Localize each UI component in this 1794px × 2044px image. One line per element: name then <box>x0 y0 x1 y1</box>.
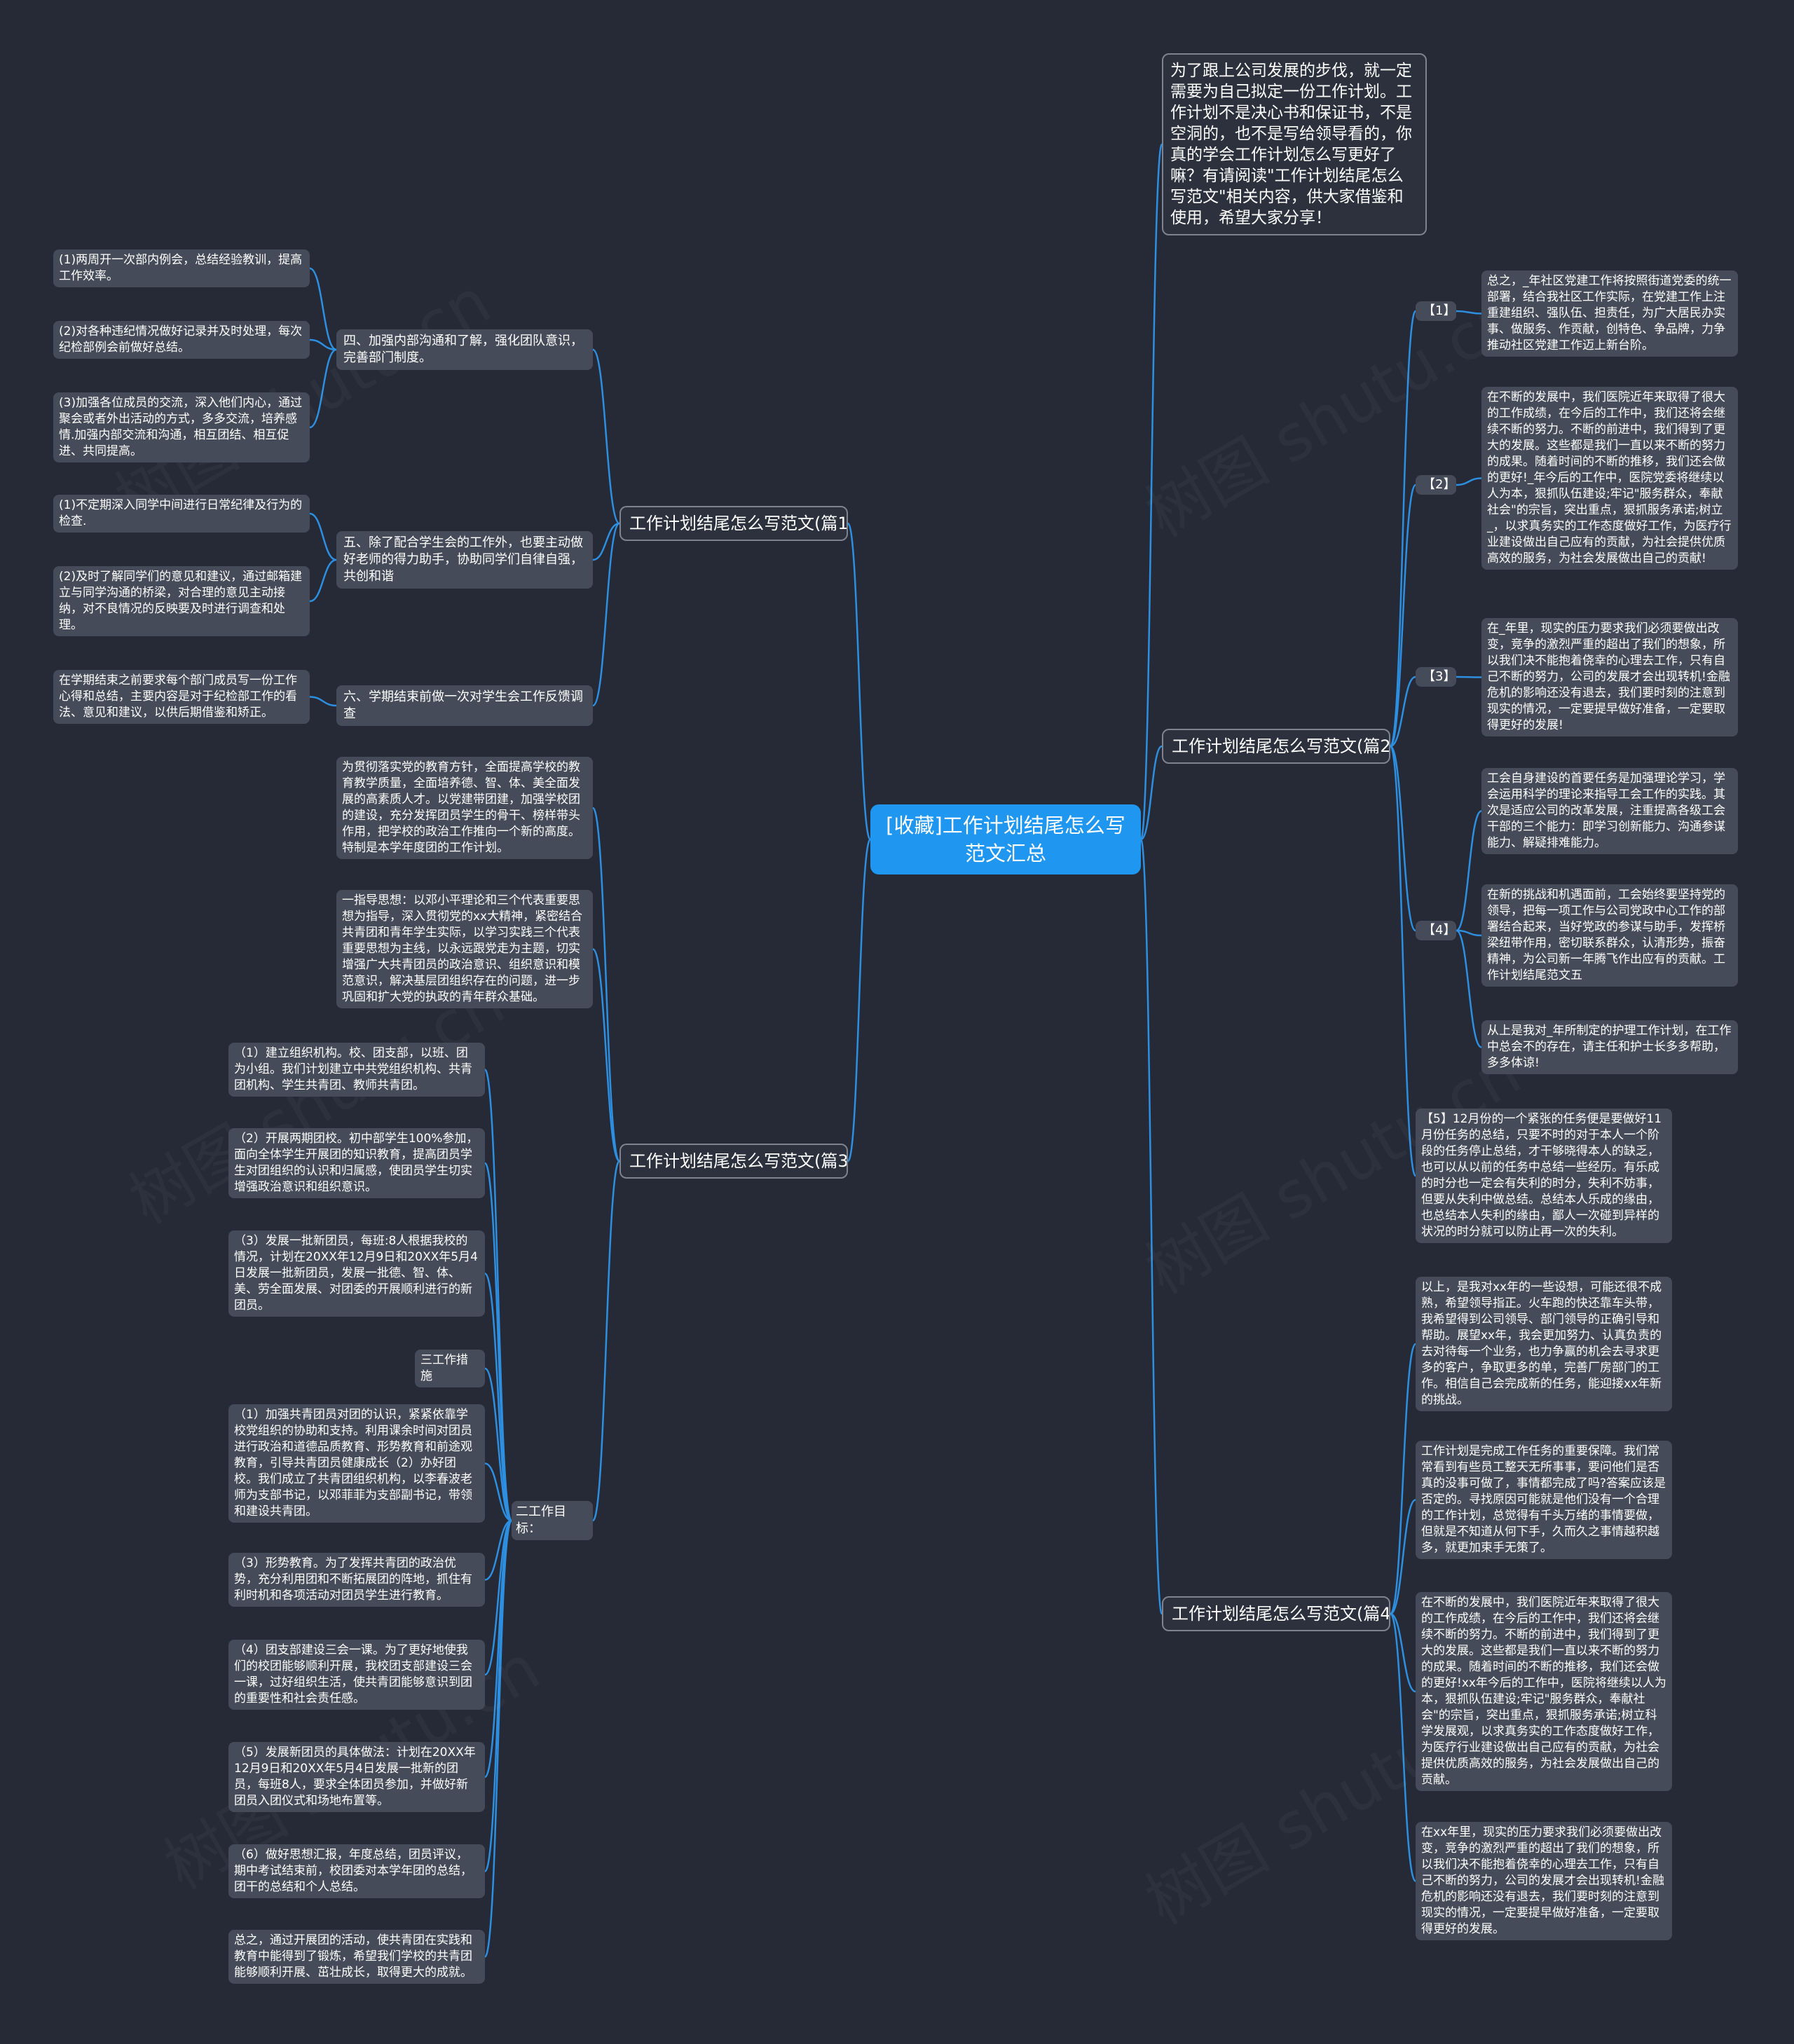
connector-line <box>309 267 337 351</box>
branch-1-section-5[interactable]: 五、除了配合学生会的工作外，也要主动做好老师的得力助手，协助同学们自律自强，共创… <box>336 531 593 589</box>
connector-line <box>484 1519 513 1872</box>
connector-line <box>591 807 621 1162</box>
tag-4[interactable]: 【4】 <box>1416 921 1456 940</box>
list-item[interactable]: (1)两周开一次部内例会，总结经验教训，提高工作效率。 <box>53 249 310 287</box>
connector-line <box>847 522 872 841</box>
paragraph[interactable]: 一指导思想：以邓小平理论和三个代表重要思想为指导，深入贯彻党的xx大精神，紧密结… <box>336 890 593 1008</box>
list-item[interactable]: 工作计划是完成工作任务的重要保障。我们常常看到有些员工整天无所事事，要问他们是否… <box>1416 1441 1672 1559</box>
list-item[interactable]: 三工作措施 <box>415 1350 485 1387</box>
list-item[interactable]: 总之，_年社区党建工作将按照街道党委的统一部署，结合我社区工作实际，在党建工作上… <box>1481 270 1738 357</box>
connector-line <box>309 558 337 603</box>
connector-line <box>309 338 337 351</box>
list-item[interactable]: 以上，是我对xx年的一些设想，可能还很不成熟，希望领导指正。火车跑的快还靠车头带… <box>1416 1277 1672 1411</box>
tag-1[interactable]: 【1】 <box>1416 301 1456 321</box>
connector-line <box>484 1273 513 1522</box>
list-item[interactable]: （3）形势教育。为了发挥共青团的政治优势，充分利用团和不断拓展团的阵地，抓住有利… <box>228 1553 485 1607</box>
connector-line <box>591 948 621 1162</box>
paragraph[interactable]: 为贯彻落实党的教育方针，全面提高学校的教育教学质量，全面培养德、智、体、美全面发… <box>336 757 593 859</box>
list-item[interactable]: (2)及时了解同学们的意见和建议，通过邮箱建立与同学沟通的桥梁，对合理的意见主动… <box>53 566 310 636</box>
branch-1-section-4[interactable]: 四、加强内部沟通和了解，强化团队意识，完善部门制度。 <box>336 329 593 370</box>
list-item[interactable]: 在不断的发展中，我们医院近年来取得了很大的工作成绩，在今后的工作中，我们还将会继… <box>1416 1592 1672 1791</box>
list-item[interactable]: (1)不定期深入同学中间进行日常纪律及行为的检查. <box>53 495 310 533</box>
connector-line <box>484 1367 512 1522</box>
list-item[interactable]: （5）发展新团员的具体做法：计划在20XX年12月9日和20XX年5月4日发展一… <box>228 1742 485 1812</box>
connector-line <box>1389 745 1417 932</box>
connector-line <box>484 1519 512 1676</box>
list-item[interactable]: (2)对各种违纪情况做好记录并及时处理，每次纪检部例会前做好总结。 <box>53 321 310 359</box>
list-item[interactable]: 在学期结束之前要求每个部门成员写一份工作心得和总结，主要内容是对于纪检部工作的看… <box>53 670 310 724</box>
branch-1-section-6[interactable]: 六、学期结束前做一次对学生会工作反馈调查 <box>336 685 593 726</box>
connector-line <box>591 1160 621 1522</box>
connector-line <box>484 1162 513 1522</box>
connector-line <box>1456 477 1482 486</box>
connector-line <box>1389 1343 1417 1615</box>
connector-line <box>847 838 872 1162</box>
tag-3[interactable]: 【3】 <box>1416 667 1456 687</box>
root-topic[interactable]: [收藏]工作计划结尾怎么写范文汇总 <box>870 804 1141 874</box>
list-item[interactable]: (3)加强各位成员的交流，深入他们内心，通过聚会或者外出活动的方式，多多交流，培… <box>53 392 310 462</box>
list-item[interactable]: （1）加强共青团员对团的认识，紧紧依靠学校党组织的协助和支持。利用课余时间对团员… <box>228 1404 485 1523</box>
connector-line <box>1139 143 1163 841</box>
branch-4-title[interactable]: 工作计划结尾怎么写范文(篇4) <box>1162 1596 1390 1631</box>
tag-2[interactable]: 【2】 <box>1416 475 1456 495</box>
connector-line <box>1390 1499 1416 1615</box>
list-item[interactable]: 工会自身建设的首要任务是加强理论学习，学会运用科学的理论来指导工会工作的实践。其… <box>1481 768 1738 854</box>
connector-line <box>1390 1612 1416 1693</box>
connector-line <box>309 696 337 707</box>
connector-line <box>484 1519 513 1958</box>
list-item[interactable]: 在xx年里，现实的压力要求我们必须要做出改变，竞争的激烈严重的超出了我们的想象，… <box>1416 1822 1672 1940</box>
intro-text[interactable]: 为了跟上公司发展的步伐，就一定需要为自己拟定一份工作计划。工作计划不是决心书和保… <box>1162 53 1427 235</box>
connector-line <box>1456 675 1482 678</box>
connector-line <box>591 522 621 707</box>
list-item[interactable]: 在_年里，现实的压力要求我们必须要做出改变，竞争的激烈严重的超出了我们的想象，所… <box>1481 618 1738 736</box>
list-item[interactable]: （2）开展两期团校。初中部学生100%参加，面向全体学生开展团的知识教育，提高团… <box>228 1128 485 1198</box>
branch-1-title[interactable]: 工作计划结尾怎么写范文(篇1) <box>619 506 848 541</box>
list-item[interactable]: （6）做好思想汇报，年度总结，团员评议，期中考试结束前，校团委对本学年团的总结，… <box>228 1844 485 1898</box>
branch-3-goal-heading[interactable]: 二工作目标： <box>512 1501 593 1540</box>
connector-line <box>1390 675 1416 748</box>
list-item[interactable]: （4）团支部建设三会一课。为了更好地使我们的校团能够顺利开展，我校团支部建设三会… <box>228 1640 485 1710</box>
connector-line <box>1389 310 1417 748</box>
connector-line <box>1140 745 1163 841</box>
list-item[interactable]: 总之，通过开展团的活动，使共青团在实践和教育中能得到了锻炼，希望我们学校的共青团… <box>228 1930 485 1984</box>
connector-line <box>1456 929 1482 937</box>
connector-line <box>1139 838 1163 1615</box>
connector-line <box>1456 310 1482 315</box>
connector-line <box>1389 1612 1417 1882</box>
connector-line <box>484 1519 512 1581</box>
connector-line <box>1456 929 1482 1048</box>
branch-2-title[interactable]: 工作计划结尾怎么写范文(篇2) <box>1162 729 1390 764</box>
connector-line <box>592 522 620 561</box>
tag-5-text[interactable]: 【5】12月份的一个紧张的任务便是要做好11月份任务的总结，只要不时的对于本人一… <box>1416 1109 1672 1243</box>
branch-3-title[interactable]: 工作计划结尾怎么写范文(篇3) <box>619 1144 848 1179</box>
connector-line <box>1456 810 1482 932</box>
connector-line <box>309 512 337 561</box>
list-item[interactable]: （3）发展一批新团员，每班:8人根据我校的情况，计划在20XX年12月9日和20… <box>228 1230 485 1317</box>
connector-line <box>484 1462 512 1522</box>
connector-line <box>309 348 337 429</box>
list-item[interactable]: 在不断的发展中，我们医院近年来取得了很大的工作成绩，在今后的工作中，我们还将会继… <box>1481 387 1738 570</box>
connector-line <box>1389 483 1417 748</box>
list-item[interactable]: 从上是我对_年所制定的护理工作计划，在工作中总会不的存在，请主任和护士长多多帮助… <box>1481 1020 1738 1074</box>
connector-line <box>1389 745 1417 1177</box>
list-item[interactable]: 在新的挑战和机遇面前，工会始终要坚持党的领导，把每一项工作与公司党政中心工作的部… <box>1481 884 1738 987</box>
list-item[interactable]: （1）建立组织机构。校、团支部，以班、团为小组。我们计划建立中共党组织机构、共青… <box>228 1043 485 1097</box>
connector-line <box>591 348 621 525</box>
